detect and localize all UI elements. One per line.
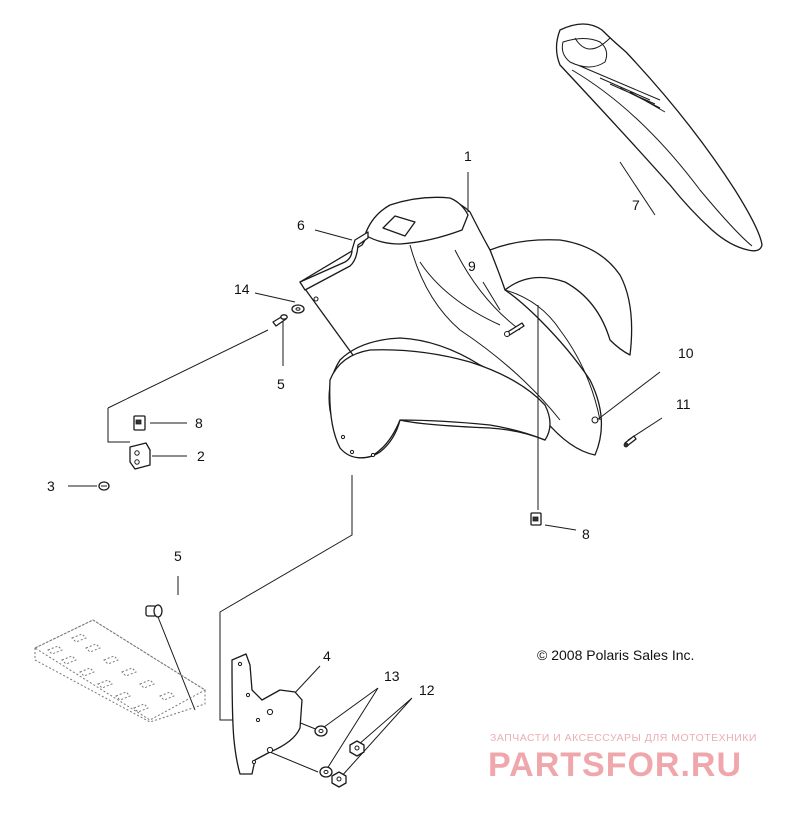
callout-3: 3 (47, 478, 55, 494)
part-8-clip-left (133, 415, 146, 431)
part-12-nut-upper (349, 740, 365, 757)
callout-6: 6 (297, 217, 305, 233)
part-9-screw (504, 322, 525, 337)
callout-5-lower: 5 (174, 548, 182, 564)
part-12-nut-lower (331, 771, 347, 788)
part-13-washer-upper (314, 725, 328, 737)
callout-5-upper: 5 (277, 376, 285, 392)
callout-8-left: 8 (195, 415, 203, 431)
callout-labels: 1 6 7 9 14 5 10 11 8 2 3 8 5 4 13 12 (47, 148, 694, 698)
part-5-bolt-upper (272, 314, 288, 327)
watermark-brand: PARTSFOR.RU (488, 746, 742, 784)
callout-11: 11 (676, 396, 691, 412)
callout-7: 7 (632, 197, 640, 213)
callout-10: 10 (678, 345, 694, 361)
part-1-front-fender (299, 196, 633, 459)
watermark: ЗАПЧАСТИ И АКСЕССУАРЫ ДЛЯ МОТОТЕХНИКИ PA… (488, 732, 757, 784)
watermark-tagline: ЗАПЧАСТИ И АКСЕССУАРЫ ДЛЯ МОТОТЕХНИКИ (490, 732, 757, 744)
callout-4: 4 (323, 648, 331, 664)
callout-14: 14 (234, 281, 250, 297)
part-14-washer (291, 304, 305, 314)
part-2-bracket (129, 442, 151, 470)
callout-9: 9 (468, 258, 476, 274)
copyright-text: © 2008 Polaris Sales Inc. (537, 647, 694, 663)
part-11-pin (623, 435, 637, 448)
part-8-clip-right (530, 512, 542, 526)
part-5-bolt-lower (145, 604, 163, 618)
part-4-bracket (231, 653, 303, 775)
callout-13: 13 (384, 668, 400, 684)
footrest-reference (33, 619, 206, 723)
leader-lines (68, 161, 663, 779)
callout-8-right: 8 (582, 526, 590, 542)
callout-1: 1 (464, 148, 472, 164)
callout-2: 2 (197, 448, 205, 464)
part-13-washer-lower (319, 766, 333, 778)
callout-12: 12 (419, 682, 435, 698)
part-3-screw (98, 481, 110, 491)
part-7-front-cover (555, 23, 763, 252)
part-6-trim (299, 231, 369, 291)
